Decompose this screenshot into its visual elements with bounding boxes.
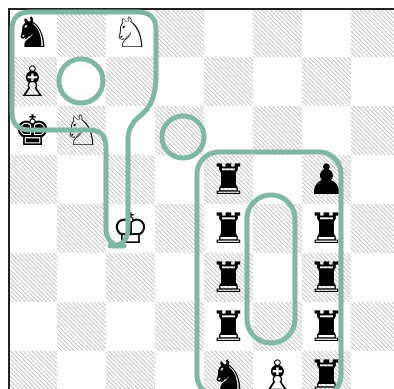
- highlight-outline-inner-pill: [247, 195, 295, 343]
- highlight-outline-right-group: [197, 152, 341, 389]
- highlight-ring-b7: [59, 59, 103, 103]
- highlight-outline-topleft-group: [12, 12, 156, 246]
- highlight-ring-d6: [162, 116, 204, 158]
